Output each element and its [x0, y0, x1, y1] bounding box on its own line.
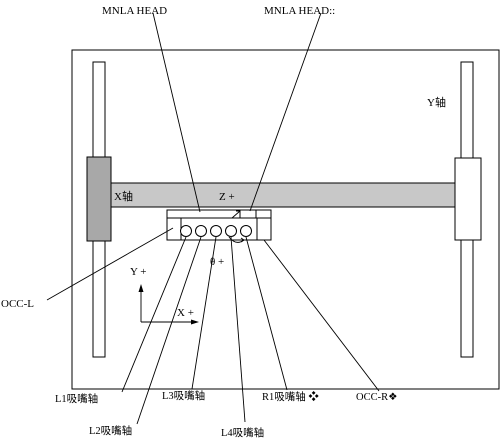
- leader-mnla-head: [152, 12, 201, 213]
- leader-occ-l: [46, 227, 174, 301]
- nozzle-l3: [210, 225, 222, 237]
- nozzle-r1: [240, 225, 252, 237]
- l4-nozzle-label: L4吸嘴轴: [221, 426, 264, 439]
- right-carriage: [454, 157, 482, 241]
- leader-occ-r: [263, 239, 380, 392]
- coord-y-label: Y +: [130, 266, 147, 278]
- mnla-head-label: MNLA HEAD: [102, 5, 167, 17]
- l2-nozzle-label: L2吸嘴轴: [89, 424, 132, 437]
- leader-l4: [230, 236, 246, 423]
- x-axis-label: X轴: [114, 189, 133, 203]
- coord-x-label: X +: [177, 307, 194, 319]
- leader-mnla-head-right: [249, 12, 322, 212]
- leader-r1: [245, 236, 288, 391]
- occ-l-label: OCC-L: [1, 298, 34, 310]
- nozzle-l2: [195, 225, 207, 237]
- leader-l1: [121, 236, 187, 393]
- mnla-head-right-block: [239, 209, 257, 219]
- occ-r-label: OCC-R❖: [356, 392, 398, 403]
- left-carriage: [86, 156, 112, 242]
- leader-l3: [191, 236, 217, 390]
- z-arrow: [231, 210, 241, 219]
- z-plus-label: Z +: [219, 191, 235, 203]
- x-beam: [106, 182, 458, 208]
- occ-r-camera: [256, 217, 272, 241]
- l3-nozzle-label: L3吸嘴轴: [162, 389, 205, 402]
- mnla-head-right-label: MNLA HEAD::: [264, 5, 335, 17]
- machine-frame: [71, 49, 500, 390]
- y-axis-label: Y轴: [427, 95, 446, 109]
- nozzle-l1: [180, 225, 192, 237]
- theta-plus-label: θ +: [210, 256, 224, 268]
- r1-nozzle-label: R1吸嘴轴 ❖: [262, 390, 319, 403]
- nozzle-l4: [225, 225, 237, 237]
- l1-nozzle-label: L1吸嘴轴: [55, 392, 98, 405]
- leader-l2: [136, 236, 202, 425]
- nozzles: [180, 225, 252, 237]
- occ-l-camera: [166, 217, 182, 241]
- coordinate-axes: [138, 284, 199, 325]
